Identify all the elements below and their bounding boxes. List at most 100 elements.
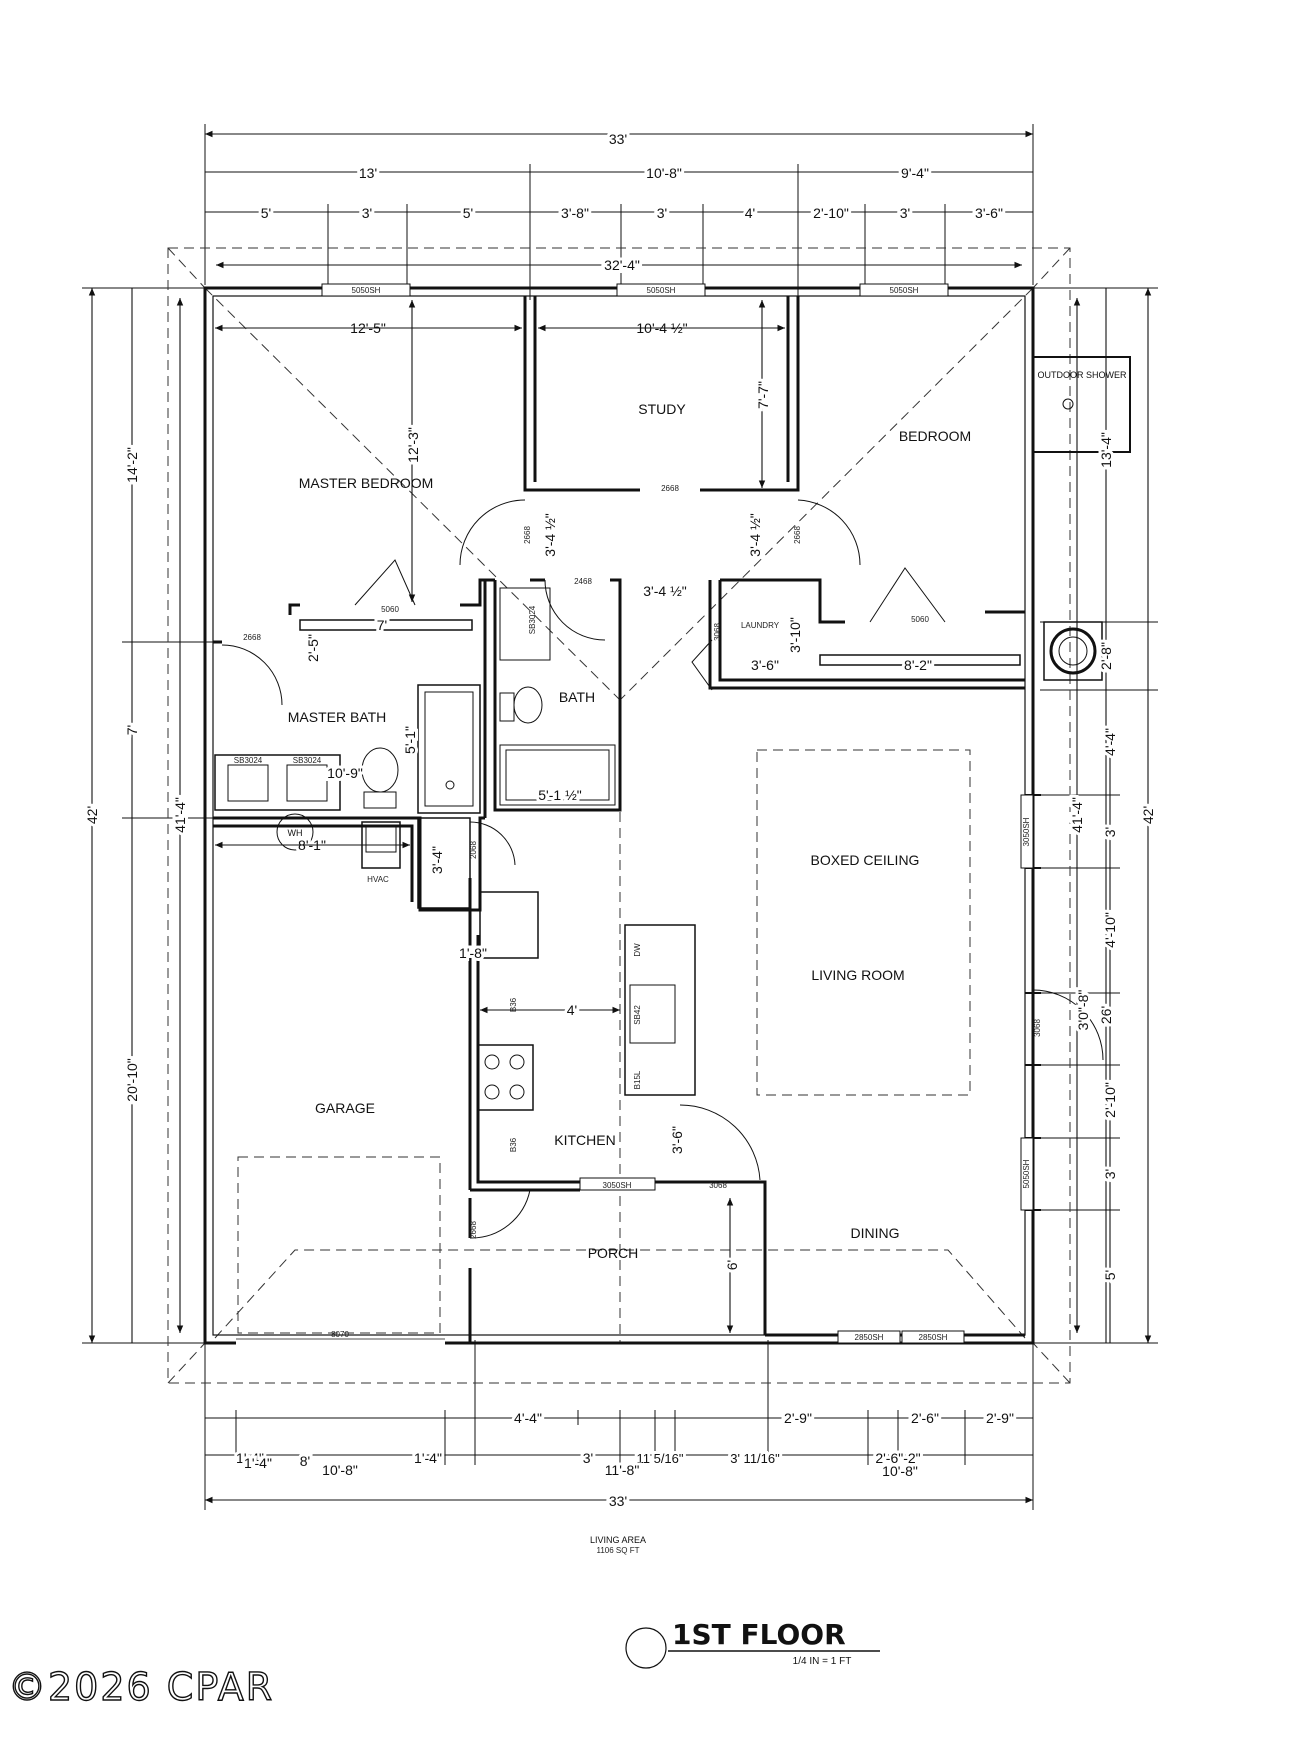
tag-sink-k: SB42 [633,1005,642,1025]
tag-sink-v2: SB3024 [293,756,322,765]
dim-top-seg-b: 10'-8" [646,165,682,181]
dim-bot2-a: 1'-4" [244,1455,272,1471]
dim-right-c: 26' [1098,1006,1114,1024]
laundry-label: LAUNDRY [741,621,780,630]
dim-right-d2: 3' [1102,827,1118,837]
dim-bot1-b: 4'-4" [514,1410,542,1426]
bath-label: BATH [559,689,595,705]
dim-bot1-a: 1'-4" [236,1450,264,1466]
dim-bot2-c: 1'-4" [414,1450,442,1466]
copyright-watermark: ©2026 CPAR [8,1665,274,1709]
tag-win-r1: 3050SH [1022,817,1031,846]
dim-top-w1: 5' [261,205,271,221]
dim-hall-left: 3'-4 ½" [542,513,558,556]
tag-door-mr: 2668 [793,526,802,544]
tag-closet-l: 5060 [381,605,399,614]
tag-base3: B15L [633,1070,642,1089]
master-bath-label: MASTER BATH [288,709,387,725]
dim-bot2-f: 3' 11/16" [730,1451,780,1466]
dim-closet-width: 7' [377,617,387,633]
tag-sink-top: SB3024 [528,605,537,634]
dim-right-inner: 41'-4" [1069,797,1085,833]
dim-bot2-b: 8' [300,1453,310,1469]
dim-hvac-closet: 3'-4" [429,846,445,874]
dim-closet-depth: 2'-5" [305,634,321,662]
hvac-label: HVAC [367,875,389,884]
garage-label: GARAGE [315,1100,375,1116]
dim-top-w5: 3' [657,205,667,221]
dim-top-w6: 4' [745,205,755,221]
dim-right-overall: 42' [1140,806,1156,824]
tag-garage-door: 8070 [331,1330,349,1339]
living-area-sqft: 1106 SQ FT [597,1546,640,1555]
fixtures [214,356,1131,1111]
tag-door-garage: 2668 [469,1221,478,1239]
dim-top-w8: 3' [900,205,910,221]
dim-tub-len: 5'-1 ½" [538,787,581,803]
doors [221,499,1104,1239]
tag-win-k: 3050SH [603,1181,632,1190]
wh-label: WH [288,828,303,838]
dim-bot2-g: 2'-6"-2" [875,1450,920,1466]
tag-door-r: 3068 [1033,1019,1042,1037]
dim-left-overall: 42' [84,806,100,824]
room-labels: STUDY BEDROOM MASTER BEDROOM MASTER BATH… [288,370,1127,1261]
dim-right-d6: 3' [1102,1169,1118,1179]
dim-right-d5: 2'-10" [1102,1082,1118,1118]
dim-top-overall: 33' [609,131,627,147]
porch-label: PORCH [588,1245,639,1261]
dim-vanity: 10'-9" [327,765,363,781]
tag-sink-v1: SB3024 [234,756,263,765]
tag-closet-r: 5060 [911,615,929,624]
dim-right-b: 2'-8" [1098,642,1114,670]
dim-bot2-d: 3' [583,1450,593,1466]
dim-right-d7: 5' [1102,1270,1118,1280]
dim-top-w3: 5' [463,205,473,221]
dim-shower-len: 5'-1" [402,726,418,754]
dim-top-seg-a: 13' [359,165,377,181]
plan-scale: 1/4 IN = 1 FT [793,1656,852,1667]
living-area-label: LIVING AREA [590,1535,646,1545]
tag-base2: B36 [509,1137,518,1152]
dim-closet2-width: 8'-2" [904,657,932,673]
tag-door-mbath: 2668 [243,633,261,642]
outdoor-shower-label: OUTDOOR SHOWER [1038,370,1127,380]
bedroom-label: BEDROOM [899,428,971,444]
dim-right-a: 13'-4" [1098,432,1114,468]
dim-top-w2: 3' [362,205,372,221]
walls [203,283,1041,1346]
dim-top-interior: 32'-4" [604,257,640,273]
dim-bottom-overall: 33' [609,1493,627,1509]
dim-hall-width: 3'-4 ½" [643,583,686,599]
dimension-lines [82,124,1158,1510]
dim-bot3-a: 10'-8" [322,1462,358,1478]
tag-hvac-door: 2068 [469,841,478,859]
dim-kitchen-aisle: 4' [567,1002,577,1018]
tag-w-top1: 5050SH [352,286,381,295]
dim-top-w4: 3'-8" [561,205,589,221]
dim-bot1-d: 2'-6" [911,1410,939,1426]
dim-study-depth: 7'-7" [755,381,771,409]
tag-w-top3: 5050SH [890,286,919,295]
plan-footer: LIVING AREA 1106 SQ FT 1ST FLOOR 1/4 IN … [7,1535,880,1710]
dim-top-w9: 3'-6" [975,205,1003,221]
boxed-ceiling-label: BOXED CEILING [811,852,920,868]
plan-title: 1ST FLOOR [672,1618,846,1651]
dim-top-seg-c: 9'-4" [901,165,929,181]
dim-bot2-e: 11 5/16" [636,1451,683,1466]
kitchen-label: KITCHEN [554,1132,615,1148]
dim-laundry-width: 3'-6" [751,657,779,673]
tag-door-bath: 2468 [574,577,592,586]
dim-left-b: 7' [124,725,140,735]
tag-win-b2: 2850SH [919,1333,948,1342]
dim-left-c: 20'-10" [124,1058,140,1101]
tag-laundry-door: 3068 [713,623,722,641]
tag-dw: DW [633,943,642,957]
dim-bot1-c: 2'-9" [784,1410,812,1426]
dim-right-d4: 3'0"-8" [1075,990,1091,1031]
tag-door-ml: 2668 [523,526,532,544]
title-circle-icon [625,1627,667,1669]
dim-left-a: 14'-2" [124,447,140,483]
dim-bot3-b: 11'-8" [605,1462,640,1478]
